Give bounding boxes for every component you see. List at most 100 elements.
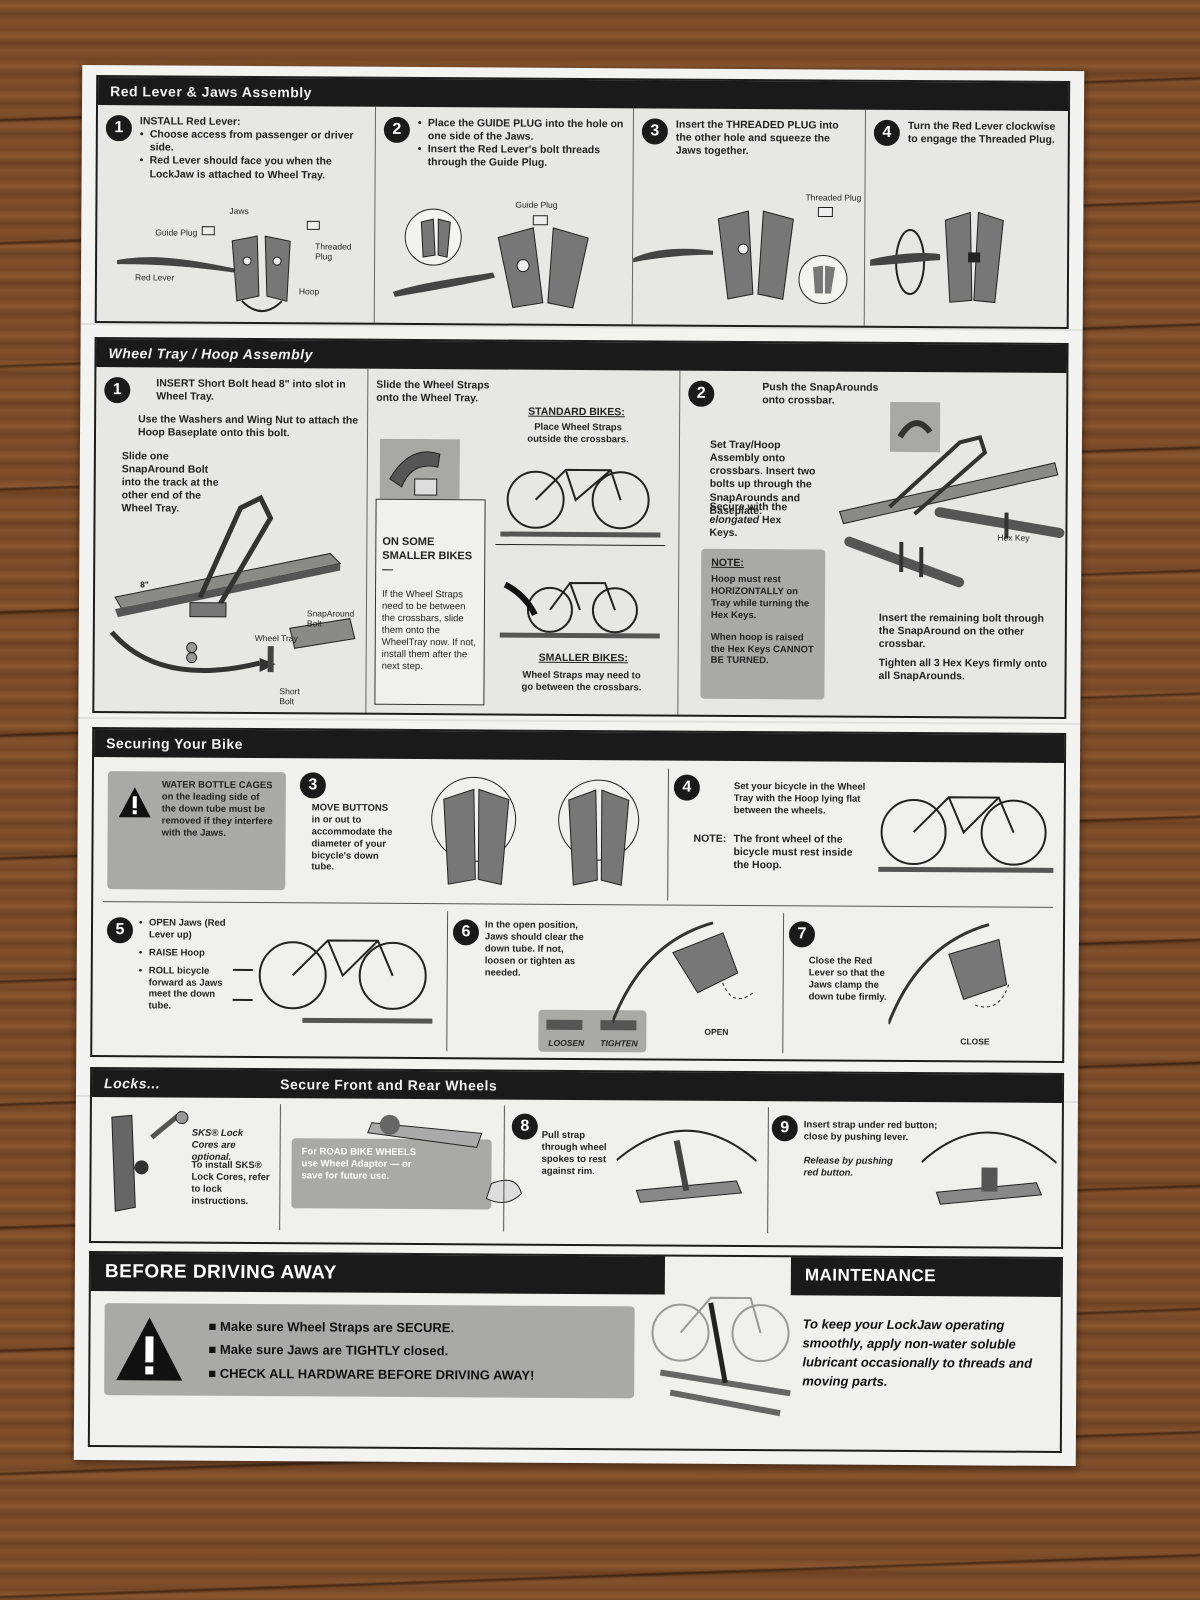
- set-bicycle-text: Set your bicycle in the Wheel Tray with …: [733, 780, 866, 817]
- step-number: 2: [383, 116, 410, 143]
- note-text-2: When hoop is raised the Hex Keys CANNOT …: [710, 631, 814, 667]
- label-red-lever: Red Lever: [134, 272, 175, 283]
- step-number: 8: [511, 1113, 538, 1140]
- lock-core-illustration: [111, 1110, 189, 1212]
- straps-intro: Slide the Wheel Straps onto the Wheel Tr…: [376, 378, 490, 405]
- step-bullet: Insert the Red Lever's bolt threads thro…: [418, 143, 625, 171]
- label-threaded-plug: Threaded Plug: [315, 241, 352, 262]
- close-jaws-illustration: [888, 923, 1010, 1025]
- step-number: 5: [106, 917, 134, 944]
- secure-text: Secure with the elongated Hex Keys.: [709, 500, 788, 540]
- step-number: 6: [452, 919, 480, 946]
- hoop-note: NOTE: Hoop must rest HORIZONTALLY on Tra…: [700, 548, 826, 700]
- label-threaded-plug: Threaded Plug: [805, 192, 862, 203]
- close-label: CLOSE: [960, 1036, 990, 1047]
- step-number: 1: [104, 377, 131, 404]
- bike-on-rack-illustration: [651, 1296, 791, 1417]
- water-bottle-warning: WATER BOTTLE CAGES on the leading side o…: [107, 771, 286, 891]
- loosen-tighten-box: LOOSEN TIGHTEN: [538, 1009, 647, 1053]
- checklist-item: ■ Make sure Wheel Straps are SECURE.: [208, 1318, 455, 1336]
- step-item: INSERT Short Bolt head 8" into slot in W…: [156, 377, 346, 403]
- bike-in-tray-illustration: [878, 796, 1054, 873]
- tighten-text: Tighten all 3 Hex Keys firmly onto all S…: [878, 656, 1048, 683]
- front-wheel-note: The front wheel of the bicycle must rest…: [733, 832, 853, 872]
- smaller-bikes-text-2: Wheel Straps may need to go between the …: [521, 669, 642, 694]
- label-snaparound-bolt: SnapAround Bolt: [306, 608, 355, 629]
- note-heading: NOTE:: [711, 556, 744, 570]
- remaining-text: Insert the remaining bolt through the Sn…: [878, 611, 1045, 651]
- section-title: Red Lever & Jaws Assembly: [110, 83, 313, 101]
- before-driving-title: BEFORE DRIVING AWAY: [104, 1261, 337, 1284]
- label-guide-plug: Guide Plug: [515, 199, 558, 210]
- warning-icon: [118, 787, 151, 818]
- step-bullet: Red Lever should face you when the LockJ…: [140, 155, 367, 183]
- loosen-tighten-icon: [546, 1019, 637, 1031]
- securing-step-3: 3: [299, 772, 400, 799]
- maintenance-title: MAINTENANCE: [804, 1265, 937, 1286]
- note-text-1: Hoop must rest HORIZONTALLY on Tray whil…: [710, 573, 810, 621]
- step-number: 9: [771, 1115, 798, 1142]
- step-text: Turn the Red Lever clockwise to engage t…: [907, 119, 1056, 147]
- red-lever-step-1: 1 INSTALL Red Lever: Choose access from …: [96, 105, 377, 323]
- open-jaws-illustration: [612, 921, 753, 1023]
- red-lever-section: Red Lever & Jaws Assembly 1 INSTALL Red …: [94, 75, 1071, 329]
- wheel-tray-step-1: 1 INSERT Short Bolt head 8" into slot in…: [94, 367, 369, 713]
- locks-title: Locks...: [104, 1075, 161, 1092]
- turn-lever-illustration: [870, 211, 1004, 304]
- loosen-label: LOOSEN: [548, 1037, 585, 1049]
- label-eight-inch: 8": [140, 579, 149, 590]
- jaws-exploded-illustration: [117, 220, 320, 313]
- checklist-box: ■ Make sure Wheel Straps are SECURE. ■ M…: [104, 1303, 635, 1399]
- step-bullet: Choose access from passenger or driver s…: [140, 128, 367, 156]
- wheel-strap-illustration: [379, 438, 460, 515]
- step-number: 7: [788, 921, 816, 948]
- sks-optional-text: SKS® Lock Cores are optional.: [191, 1127, 244, 1163]
- wheel-tray-section: Wheel Tray / Hoop Assembly 1 INSERT Shor…: [92, 337, 1069, 719]
- locks-section: Locks... Secure Front and Rear Wheels SK…: [89, 1067, 1065, 1249]
- open-position-text: In the open position, Jaws should clear …: [484, 919, 584, 979]
- standard-bike-illustration: [495, 468, 666, 547]
- wheel-straps-column: Slide the Wheel Straps onto the Wheel Tr…: [366, 368, 681, 715]
- insert-strap-illustration: [921, 1131, 1057, 1205]
- move-buttons-text: MOVE BUTTONS in or out to accommodate th…: [311, 802, 393, 873]
- smaller-bikes-text: If the Wheel Straps need to be between t…: [381, 589, 476, 672]
- label-hoop: Hoop: [298, 286, 320, 297]
- step-item: Use the Washers and Wing Nut to attach t…: [137, 413, 359, 440]
- threaded-plug-illustration: [633, 206, 848, 304]
- smaller-bike-illustration: [499, 581, 660, 639]
- warning-text: WATER BOTTLE CAGES on the leading side o…: [161, 779, 273, 839]
- smaller-bikes-heading: ON SOME SMALLER BIKES—: [382, 535, 473, 576]
- smaller-bikes-box: ON SOME SMALLER BIKES— If the Wheel Stra…: [374, 498, 486, 706]
- red-lever-step-4: 4 Turn the Red Lever clockwise to engage…: [865, 110, 1066, 327]
- wheel-adaptor-illustration: [367, 1114, 522, 1204]
- pull-strap-illustration: [616, 1129, 757, 1203]
- securing-step-5: OPEN Jaws (Red Lever up) RAISE Hoop ROLL…: [138, 917, 229, 1013]
- step-text: Insert the THREADED PLUG into the other …: [675, 118, 839, 158]
- move-buttons-illustration: [431, 776, 640, 886]
- tighten-label: TIGHTEN: [600, 1038, 638, 1049]
- smaller-bikes-heading-2: SMALLER BIKES:: [538, 651, 628, 665]
- wheel-tray-step-2: 2 Push the SnapArounds onto crossbar. Se…: [678, 371, 1066, 717]
- label-guide-plug: Guide Plug: [155, 227, 198, 238]
- step-number: 1: [105, 115, 132, 142]
- step-bullet: Place the GUIDE PLUG into the hole on on…: [418, 117, 625, 145]
- red-lever-step-3: 3 Insert the THREADED PLUG into the othe…: [632, 108, 867, 326]
- label-short-bolt: Short Bolt: [279, 686, 300, 707]
- roll-bike-illustration: [232, 939, 433, 1024]
- warning-icon: [116, 1317, 183, 1381]
- pull-strap-text: Pull strap through wheel spokes to rest …: [541, 1129, 607, 1177]
- instruction-sheet: Red Lever & Jaws Assembly 1 INSTALL Red …: [73, 64, 1085, 1467]
- before-driving-section: BEFORE DRIVING AWAY MAINTENANCE ■ Make s…: [87, 1251, 1064, 1453]
- section-title: Securing Your Bike: [106, 735, 244, 752]
- sks-install-text: To install SKS® Lock Cores, refer to loc…: [191, 1159, 270, 1207]
- section-title: Wheel Tray / Hoop Assembly: [108, 345, 313, 363]
- wheel-tray-illustration: [109, 494, 356, 674]
- securing-section: Securing Your Bike WATER BOTTLE CAGES on…: [90, 727, 1067, 1063]
- note-label: NOTE:: [693, 832, 727, 845]
- release-text: Release by pushing red button.: [803, 1155, 893, 1179]
- close-lever-text: Close the Red Lever so that the Jaws cla…: [808, 955, 887, 1003]
- step-number: 3: [299, 772, 326, 799]
- checklist-item: ■ CHECK ALL HARDWARE BEFORE DRIVING AWAY…: [208, 1365, 535, 1383]
- step-number: 4: [673, 774, 700, 801]
- step-number: 2: [688, 380, 715, 407]
